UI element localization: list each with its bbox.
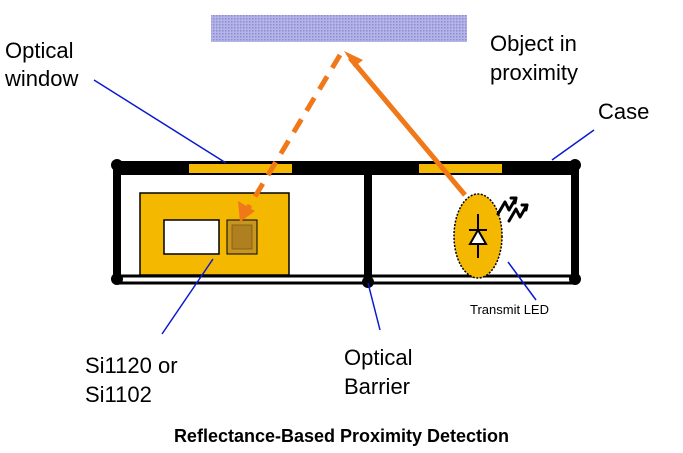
transmit-led-label: Transmit LED — [470, 302, 549, 317]
case-corner — [569, 159, 581, 171]
case-right-wall — [571, 161, 579, 283]
object-in-proximity — [211, 15, 467, 42]
optical-barrier — [364, 173, 372, 283]
sensor-chip-die — [231, 224, 253, 250]
diode-symbol-icon — [468, 214, 488, 258]
emitted-beam — [348, 56, 467, 197]
optical-window-label-line1: Optical — [5, 38, 74, 63]
reflected-beam-arrowhead — [238, 201, 255, 222]
optical-window-left — [189, 164, 292, 173]
reflected-beam — [244, 53, 343, 212]
case-label: Case — [598, 99, 650, 124]
sensor-window — [163, 219, 220, 255]
optical-window-label-line2: window — [5, 66, 79, 91]
sensor-label-line1: Si1120 or — [85, 353, 178, 378]
light-emission-arrows-icon — [496, 196, 529, 223]
sensor-leader — [161, 258, 214, 335]
barrier-leader — [367, 282, 381, 331]
case-leader — [551, 129, 595, 161]
diagram-caption: Reflectance-Based Proximity Detection — [173, 426, 510, 446]
barrier-label-line1: Optical — [344, 345, 413, 370]
optical-window-leader — [93, 79, 227, 164]
object-label-line1: Object in — [490, 31, 577, 56]
barrier-label-line2: Barrier — [344, 374, 411, 399]
object-label-line2: proximity — [490, 60, 579, 85]
optical-window-right — [419, 164, 502, 173]
sensor-label-line2: Si1102 — [85, 382, 152, 407]
led-leader — [507, 261, 537, 301]
case-top — [115, 161, 579, 175]
emitted-beam-arrowhead — [344, 51, 363, 67]
case-left-wall — [113, 161, 121, 283]
case-corner — [111, 159, 123, 171]
